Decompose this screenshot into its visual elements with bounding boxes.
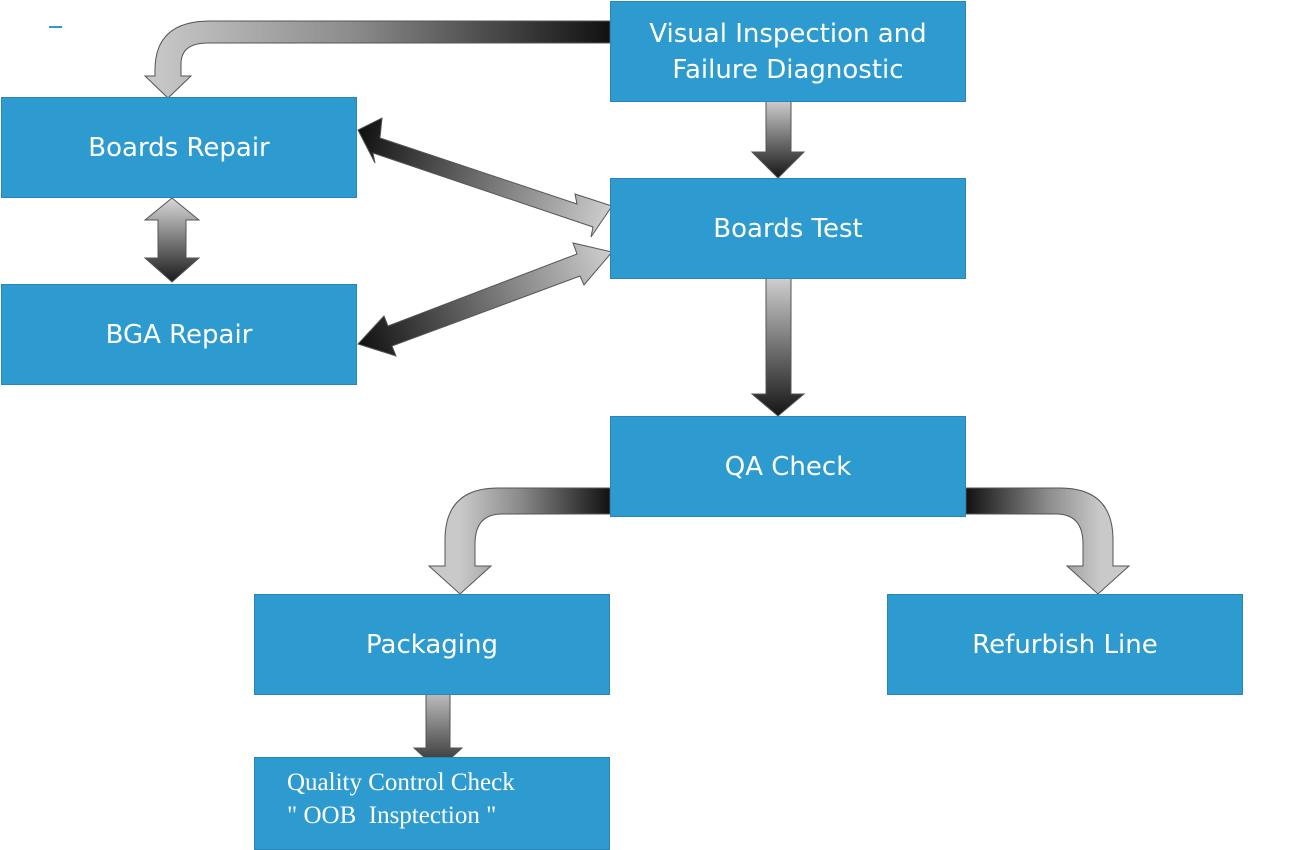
node-quality-control-line2: " OOB Insptection " <box>287 802 497 829</box>
node-refurbish-line: Refurbish Line <box>887 594 1243 695</box>
node-bga-repair: BGA Repair <box>1 284 357 385</box>
corner-mark <box>49 26 62 28</box>
arrow-boards-test-to-qa-check <box>750 277 806 417</box>
node-boards-test: Boards Test <box>610 178 966 279</box>
arrow-boards-repair-boards-test <box>357 117 613 238</box>
node-bga-repair-label: BGA Repair <box>105 319 253 350</box>
arrow-visual-to-boards-repair <box>143 20 611 99</box>
node-qa-check-label: QA Check <box>724 451 852 482</box>
node-visual-inspection: Visual Inspection and Failure Diagnostic <box>610 1 966 102</box>
node-quality-control-text: Quality Control Check " OOB Insptection … <box>287 766 515 832</box>
arrow-visual-to-boards-test <box>750 99 806 179</box>
node-quality-control-line1: Quality Control Check <box>287 769 515 796</box>
node-visual-inspection-label: Visual Inspection and Failure Diagnostic <box>649 18 927 85</box>
node-boards-test-label: Boards Test <box>713 213 863 244</box>
node-refurbish-line-label: Refurbish Line <box>972 629 1158 660</box>
node-quality-control-check: Quality Control Check " OOB Insptection … <box>254 757 610 850</box>
node-boards-repair: Boards Repair <box>1 97 357 198</box>
node-packaging-label: Packaging <box>366 629 498 660</box>
arrow-boards-repair-bga-repair <box>143 197 201 283</box>
node-packaging: Packaging <box>254 594 610 695</box>
arrow-bga-repair-boards-test <box>357 242 613 357</box>
arrow-qa-to-packaging <box>427 487 611 595</box>
arrow-qa-to-refurbish-line <box>965 487 1131 595</box>
node-boards-repair-label: Boards Repair <box>88 132 270 163</box>
node-qa-check: QA Check <box>610 416 966 517</box>
